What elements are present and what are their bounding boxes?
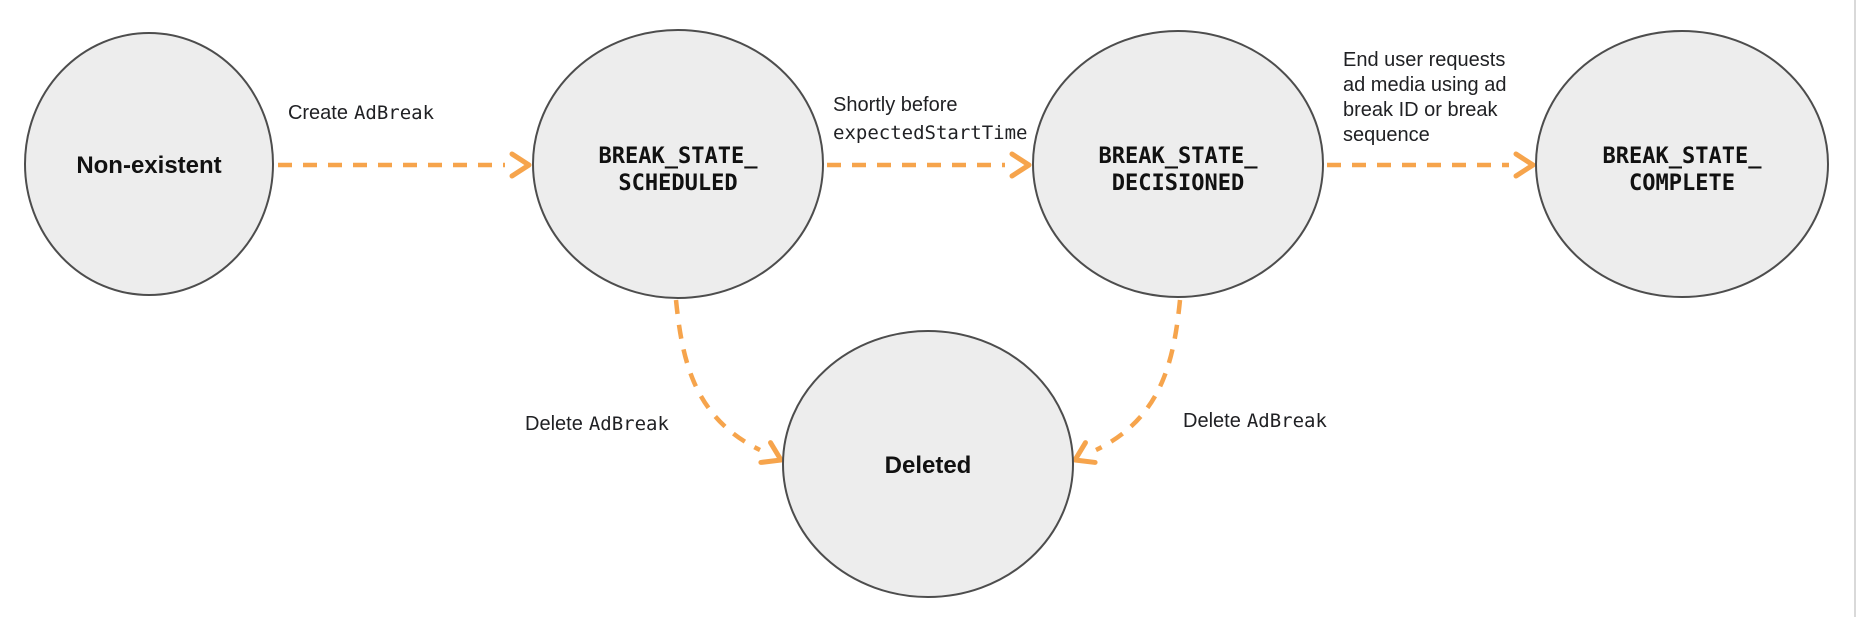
state-name-line1: BREAK_STATE_: [599, 144, 759, 169]
state-node-non-existent: Non-existent: [24, 32, 274, 296]
transition-label-create-adbreak: Create AdBreak: [288, 102, 435, 124]
transition-action-text: Delete: [525, 413, 583, 435]
transition-label-end-user-line1: End user requests: [1343, 49, 1505, 71]
state-circle-break-state-scheduled: [532, 29, 824, 299]
transition-action-text: Delete: [1183, 410, 1241, 432]
state-circle-non-existent: [24, 32, 274, 296]
transition-action-text: Create: [288, 102, 348, 124]
state-node-deleted: Deleted: [782, 330, 1074, 598]
state-node-break-state-scheduled: BREAK_STATE_ SCHEDULED: [532, 29, 824, 299]
arrowhead-icon: [1072, 440, 1098, 465]
state-label-deleted: Deleted: [885, 452, 972, 479]
arrowhead-icon: [509, 151, 532, 179]
transition-code-expected-start-time: expectedStartTime: [833, 122, 1027, 144]
transition-shortly-before-expected-start-time: Shortly before expectedStartTime: [827, 94, 1032, 179]
dashed-curve: [673, 299, 761, 453]
state-node-break-state-complete: BREAK_STATE_ COMPLETE: [1535, 30, 1829, 298]
transition-end-user-requests: End user requests ad media using ad brea…: [1327, 49, 1536, 179]
transition-label-delete-adbreak-right: Delete AdBreak: [1183, 410, 1327, 432]
arrowhead-icon: [1513, 151, 1536, 179]
state-name-line1: BREAK_STATE_: [1603, 144, 1763, 169]
transition-delete-adbreak-from-scheduled: Delete AdBreak: [525, 299, 784, 465]
dashed-curve: [1095, 299, 1183, 453]
transition-delete-adbreak-from-decisioned: Delete AdBreak: [1072, 299, 1327, 465]
arrowhead-icon: [758, 440, 784, 465]
state-circle-break-state-complete: [1535, 30, 1829, 298]
transition-label-end-user-line4: sequence: [1343, 124, 1430, 146]
state-node-break-state-decisioned: BREAK_STATE_ DECISIONED: [1032, 30, 1324, 298]
transition-code-text: AdBreak: [589, 413, 670, 435]
transition-label-shortly-before: Shortly before: [833, 94, 958, 116]
transition-code-text: AdBreak: [354, 102, 435, 124]
state-name-line1: BREAK_STATE_: [1099, 144, 1259, 169]
transition-label-delete-adbreak-left: Delete AdBreak: [525, 413, 669, 435]
transition-code-text: AdBreak: [1247, 410, 1328, 432]
state-name-line2: COMPLETE: [1629, 171, 1735, 196]
transition-create-adbreak: Create AdBreak: [278, 102, 532, 179]
transition-label-end-user-line2: ad media using ad: [1343, 74, 1506, 96]
state-circle-break-state-decisioned: [1032, 30, 1324, 298]
transition-label-end-user-line3: break ID or break: [1343, 99, 1499, 121]
state-name-line2: DECISIONED: [1112, 171, 1244, 196]
state-label-non-existent: Non-existent: [76, 152, 221, 179]
arrowhead-icon: [1009, 151, 1032, 179]
state-circle-deleted: [782, 330, 1074, 598]
state-name-line2: SCHEDULED: [618, 171, 737, 196]
